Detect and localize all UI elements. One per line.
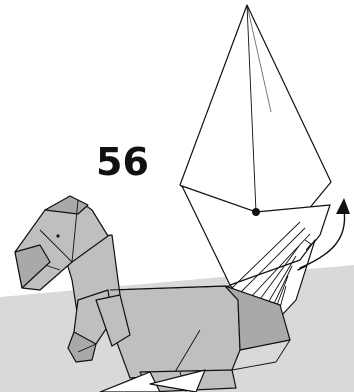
step-number: 56 [96, 140, 149, 184]
pivot-point-icon [252, 208, 260, 216]
eye-icon [56, 234, 59, 237]
